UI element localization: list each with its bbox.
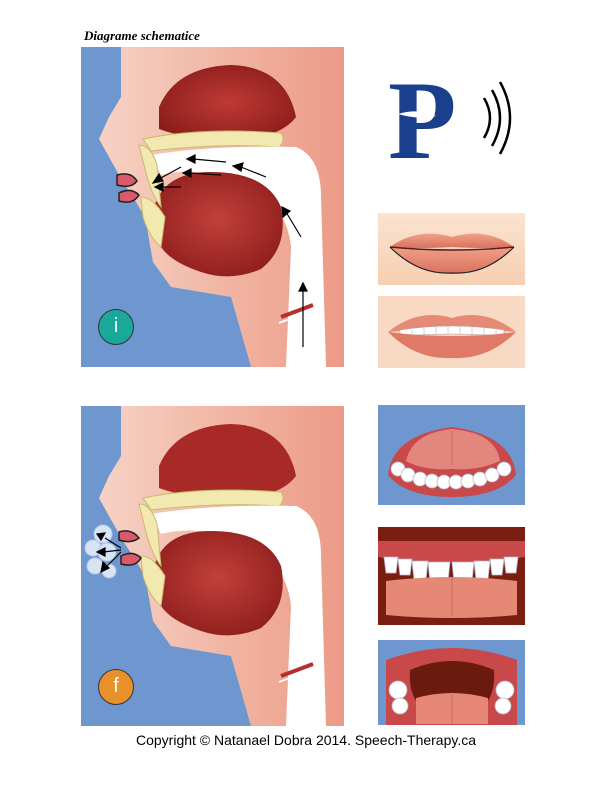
teeth-front-view — [378, 527, 525, 625]
copyright-footer: Copyright © Natanael Dobra 2014. Speech-… — [135, 732, 477, 748]
closed-phase-badge: i — [98, 309, 134, 345]
diagram-title: Diagrame schematice — [84, 28, 200, 43]
letter-p-glyph: P — [388, 59, 518, 183]
closed-lips-illustration — [378, 213, 525, 285]
sound-wave-icon — [478, 78, 518, 163]
sagittal-diagram-closed-lips — [81, 47, 344, 367]
open-mouth-view — [378, 640, 525, 725]
tongue-teeth-top-view — [378, 405, 525, 505]
sagittal-diagram-release — [81, 406, 344, 726]
release-phase-badge: f — [98, 669, 134, 705]
parted-lips-illustration — [378, 296, 525, 368]
